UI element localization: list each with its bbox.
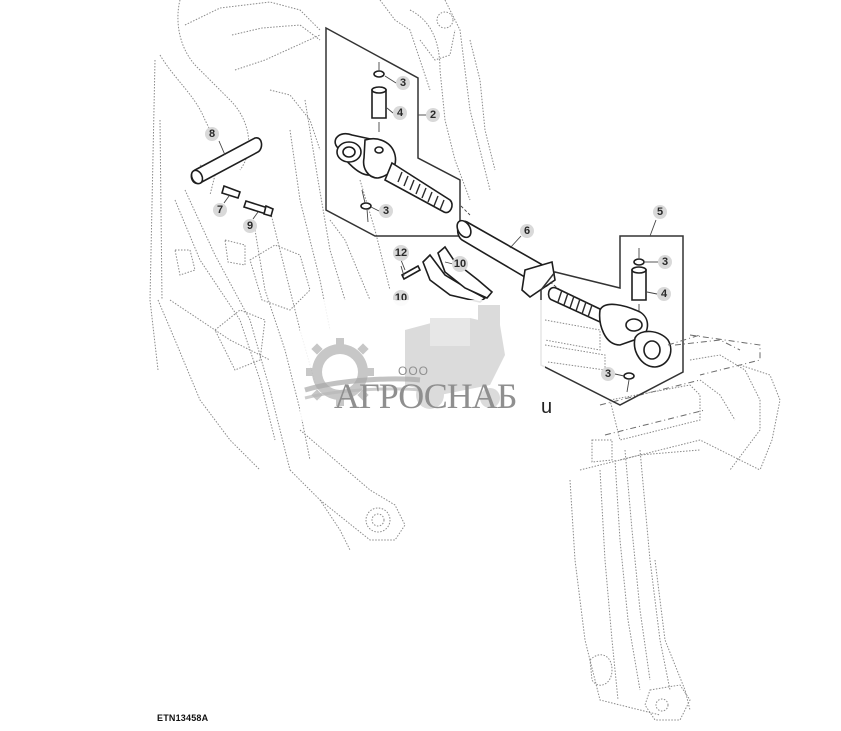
group-frame-2: [325, 26, 461, 237]
group-2-parts: [334, 62, 453, 223]
watermark-suffix: u: [541, 396, 553, 418]
callout-6: 6: [520, 224, 534, 238]
svg-text:3: 3: [662, 256, 668, 268]
watermark: [300, 300, 545, 420]
svg-text:4: 4: [661, 288, 668, 300]
callout-3c: 3: [658, 255, 672, 269]
svg-text:3: 3: [383, 205, 389, 217]
part-bushing-7: [221, 184, 242, 199]
svg-text:5: 5: [657, 206, 663, 218]
group-5-parts: [547, 248, 701, 393]
svg-text:3: 3: [400, 77, 406, 89]
callout-leaders: [218, 75, 658, 377]
callout-2: 2: [426, 108, 440, 122]
svg-text:9: 9: [247, 220, 253, 232]
callout-10a: 10: [452, 256, 468, 272]
watermark-company-prefix: ООО: [398, 364, 430, 378]
part-bracket-10: [422, 245, 494, 303]
group-frame-5: [540, 235, 684, 406]
callout-8: 8: [205, 127, 219, 141]
callout-9: 9: [243, 219, 257, 233]
callout-3d: 3: [601, 367, 615, 381]
combine-harvester-icon: [405, 305, 505, 409]
phantom-behind-group-5: [544, 319, 606, 371]
svg-text:12: 12: [395, 247, 407, 259]
part-long-pin-8: [190, 137, 263, 185]
callout-4a: 4: [393, 106, 407, 120]
part-bolt-9: [242, 199, 274, 217]
callout-12: 12: [393, 245, 409, 261]
svg-text:8: 8: [209, 128, 215, 140]
part-tube-6: [456, 205, 561, 299]
figure-id-label: ETN13458A: [157, 713, 209, 723]
callout-7: 7: [213, 203, 227, 217]
svg-text:3: 3: [605, 368, 611, 380]
callout-3a: 3: [396, 76, 410, 90]
callout-3b: 3: [379, 204, 393, 218]
svg-text:4: 4: [397, 107, 404, 119]
part-pin-12: [400, 264, 422, 281]
svg-text:2: 2: [430, 109, 436, 121]
callout-4b: 4: [657, 287, 671, 301]
hitch-phantom-right: [569, 334, 781, 721]
svg-text:6: 6: [524, 225, 530, 237]
watermark-company-name: АГРОСНАБ: [334, 376, 517, 416]
callout-5: 5: [653, 205, 667, 219]
svg-text:10: 10: [454, 258, 466, 270]
svg-text:7: 7: [217, 204, 223, 216]
